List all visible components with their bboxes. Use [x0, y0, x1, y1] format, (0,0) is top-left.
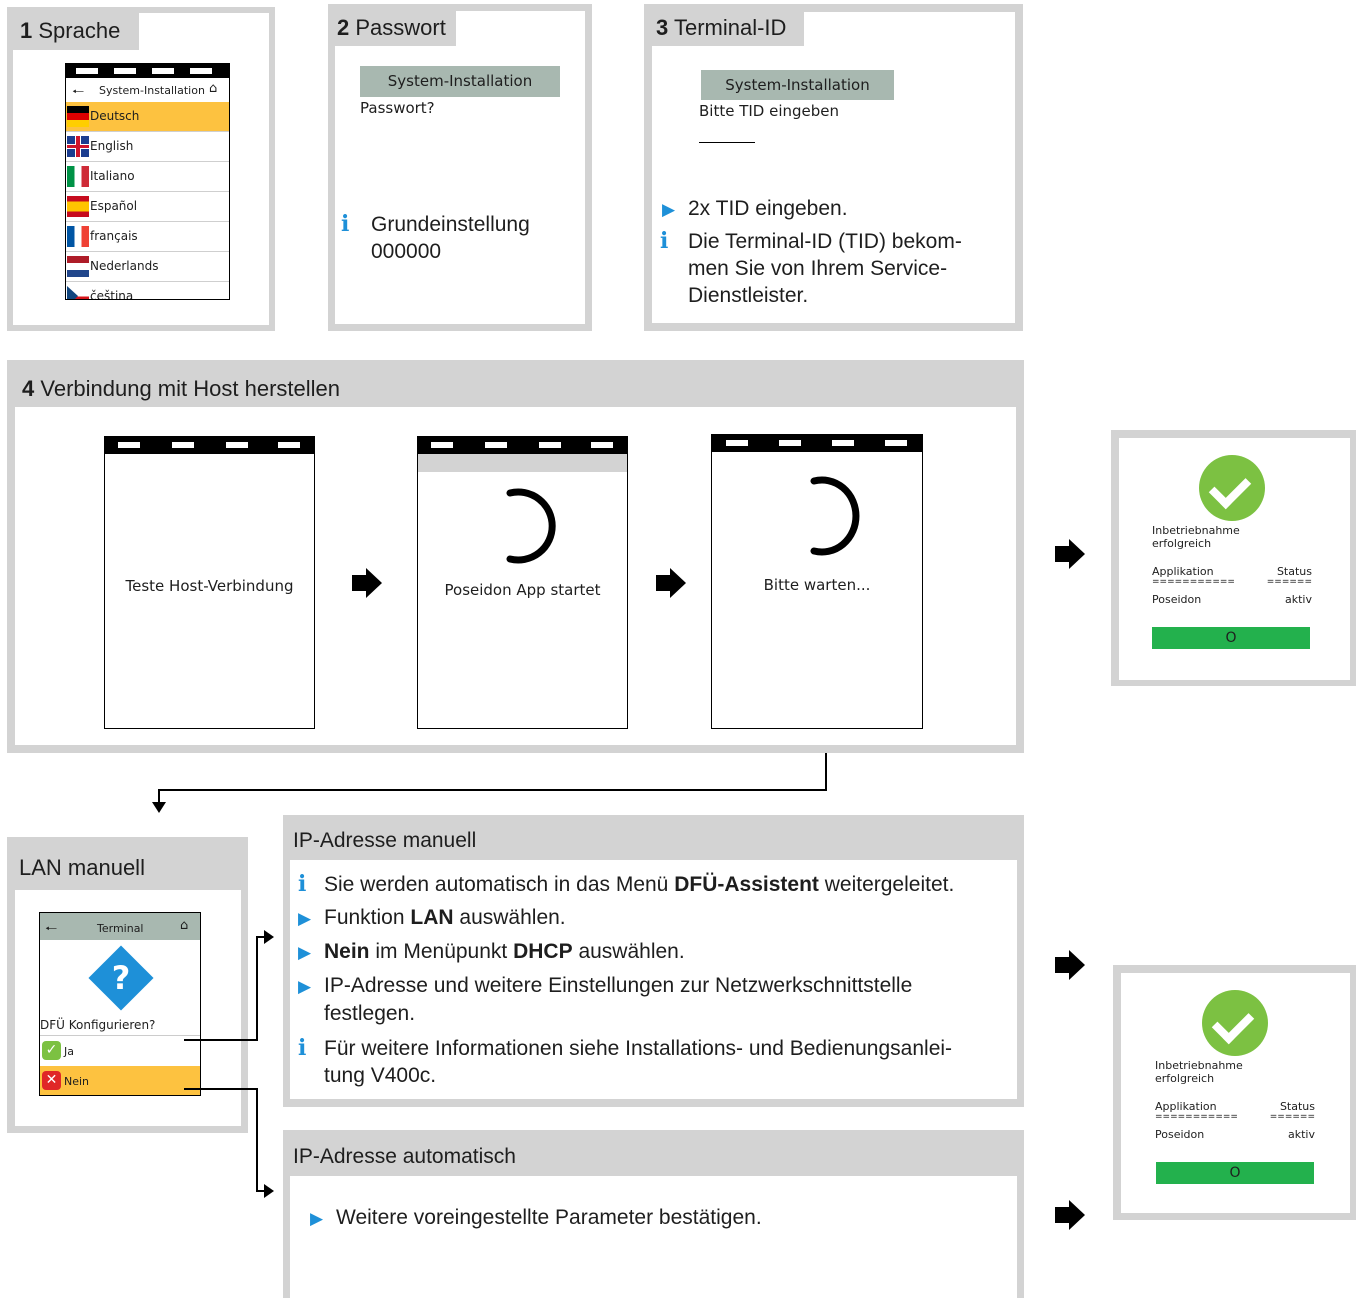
cross-icon: ✕ [42, 1071, 61, 1090]
triangle-bullet-icon: ▶ [310, 1209, 324, 1228]
ok-button[interactable]: O [1156, 1162, 1314, 1184]
loading-spinner-icon [506, 488, 556, 564]
triangle-bullet-icon: ▶ [298, 909, 312, 928]
connector-line [825, 753, 827, 791]
info-icon: i [341, 211, 350, 237]
dfu-screen: 🠐 Terminal ⌂ ? DFÜ Konfigurieren? ✓ Ja ✕… [39, 912, 201, 1096]
password-prompt: Passwort? [360, 99, 435, 117]
step3-panel [644, 4, 1023, 331]
password-screen-header: System-Installation [360, 66, 560, 97]
lan-tab: LAN manuell [7, 837, 248, 890]
connector-line [256, 1088, 258, 1192]
tid-info: i Die Terminal-ID (TID) bekom-men Sie vo… [660, 228, 962, 307]
step-title: Sprache [38, 18, 121, 43]
home-icon[interactable]: ⌂ [180, 918, 189, 933]
ip-auto-title: IP-Adresse automatisch [293, 1145, 516, 1168]
connector-line [184, 1039, 258, 1041]
auto-line: ▶Weitere voreingestellte Parameter bestä… [310, 1204, 762, 1232]
language-item-espanol[interactable]: Español [66, 192, 229, 222]
connector-line [256, 1190, 265, 1192]
option-yes[interactable]: ✓ Ja [40, 1036, 200, 1065]
dutch-flag-icon [67, 256, 89, 277]
loading-spinner-icon [810, 476, 860, 556]
connector-line [256, 936, 258, 1041]
tid-bullet: ▶2x TID eingeben. [662, 195, 848, 223]
ip-auto-panel [283, 1130, 1024, 1298]
info-icon: i [660, 228, 669, 254]
language-item-nederlands[interactable]: Nederlands [66, 252, 229, 282]
connector-line [184, 1088, 258, 1090]
language-screen: 🠐 System-Installation ⌂ Deutsch English … [65, 63, 230, 300]
step1-tab: 1 Sprache [7, 7, 139, 50]
arrow-down-icon [152, 802, 166, 813]
czech-flag-icon [67, 286, 89, 299]
arrow-right-small-icon [264, 930, 274, 944]
manual-line-2: ▶Funktion LAN auswählen. [298, 904, 566, 932]
triangle-bullet-icon: ▶ [298, 943, 312, 962]
language-item-deutsch[interactable]: Deutsch [66, 102, 229, 132]
french-flag-icon [67, 226, 89, 247]
check-icon: ✓ [42, 1041, 61, 1060]
language-item-cestina[interactable]: čeština [66, 282, 229, 299]
language-item-english[interactable]: English [66, 132, 229, 162]
manual-line-3: ▶Nein im Menüpunkt DHCP auswählen. [298, 938, 685, 966]
connector-line [158, 789, 827, 791]
app-start-screen: Poseidon App startet [417, 436, 628, 729]
back-arrow-icon[interactable]: 🠐 [72, 84, 85, 100]
tid-screen-header: System-Installation [701, 70, 894, 100]
host-test-screen: Teste Host-Verbindung [104, 436, 315, 729]
language-item-francais[interactable]: français [66, 222, 229, 252]
step3-tab: 3 Terminal-ID [644, 4, 804, 46]
ip-manual-title: IP-Adresse manuell [293, 829, 477, 852]
connector-line [158, 789, 160, 803]
step4-tab: 4 Verbindung mit Host herstellen [7, 360, 377, 407]
step-number: 1 [20, 18, 33, 43]
language-item-italiano[interactable]: Italiano [66, 162, 229, 192]
spanish-flag-icon [67, 196, 89, 217]
connector-line [256, 936, 265, 938]
triangle-bullet-icon: ▶ [662, 200, 676, 219]
check-circle-icon [1199, 455, 1265, 521]
info-icon: i [298, 871, 307, 897]
tid-prompt: Bitte TID eingeben [699, 102, 840, 120]
option-no[interactable]: ✕ Nein [40, 1066, 200, 1095]
screen-header: 🠐 System-Installation ⌂ [66, 78, 229, 102]
home-icon[interactable]: ⌂ [209, 81, 218, 96]
please-wait-screen: Bitte warten... [711, 434, 923, 729]
manual-line-4: ▶IP-Adresse und weitere Einstellungen zu… [298, 974, 913, 1025]
step2-panel [328, 4, 592, 331]
ok-button[interactable]: O [1152, 627, 1310, 649]
triangle-bullet-icon: ▶ [298, 977, 312, 996]
arrow-right-small-icon [264, 1184, 274, 1198]
german-flag-icon [67, 106, 89, 127]
tid-input-line[interactable] [699, 142, 755, 143]
info-icon: i [298, 1035, 307, 1061]
step2-tab: 2 Passwort [328, 4, 456, 46]
uk-flag-icon [67, 136, 89, 157]
back-arrow-icon[interactable]: 🠐 [45, 921, 58, 937]
ip-manual-panel [283, 815, 1024, 1107]
italian-flag-icon [67, 166, 89, 187]
check-circle-icon [1202, 990, 1268, 1056]
